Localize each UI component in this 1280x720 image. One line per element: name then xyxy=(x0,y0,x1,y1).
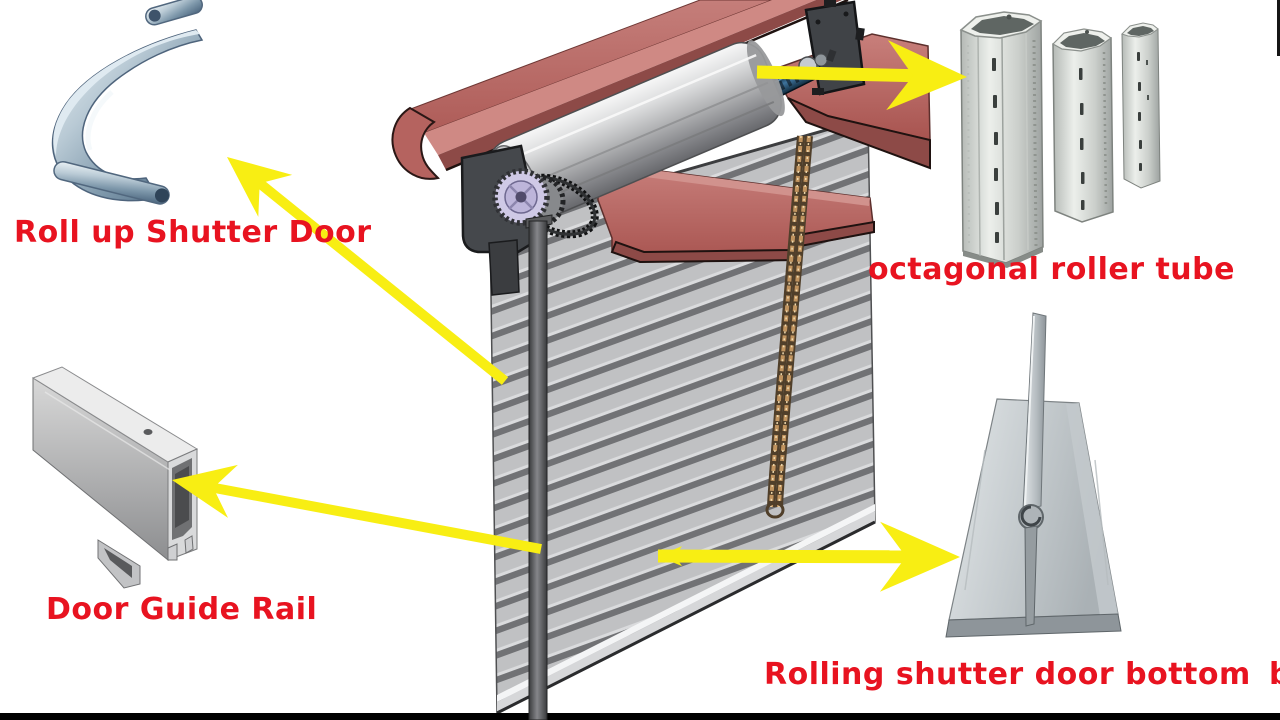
label-octagonal-roller-tube: octagonal roller tube xyxy=(868,252,1235,287)
arrow-to-bottom-bar xyxy=(657,521,960,592)
left-bracket-and-drive xyxy=(460,144,599,296)
label-rolling-shutter-door-bottom-clipped: b xyxy=(1269,657,1280,693)
photo-bottom-bar xyxy=(945,312,1122,638)
arrow-to-guide-rail xyxy=(172,464,542,554)
drive-sprocket xyxy=(492,168,550,226)
label-roll-up-shutter-door: Roll up Shutter Door xyxy=(14,215,372,250)
photo-octagonal-tubes xyxy=(959,11,1161,268)
label-rolling-shutter-door-bottom: Rolling shutter door bottom xyxy=(764,657,1251,692)
label-door-guide-rail: Door Guide Rail xyxy=(46,592,318,627)
photo-guide-rail xyxy=(31,366,199,589)
front-guide-bar xyxy=(525,214,553,720)
arrow-to-roll-up-slat xyxy=(227,157,509,385)
bottom-letterbox xyxy=(0,713,1280,720)
hanging-chain xyxy=(765,135,813,519)
top-right-edge-mark xyxy=(1277,0,1280,56)
photo-roll-up-slat xyxy=(51,0,204,205)
arrow-to-octagonal-tubes xyxy=(756,40,967,111)
